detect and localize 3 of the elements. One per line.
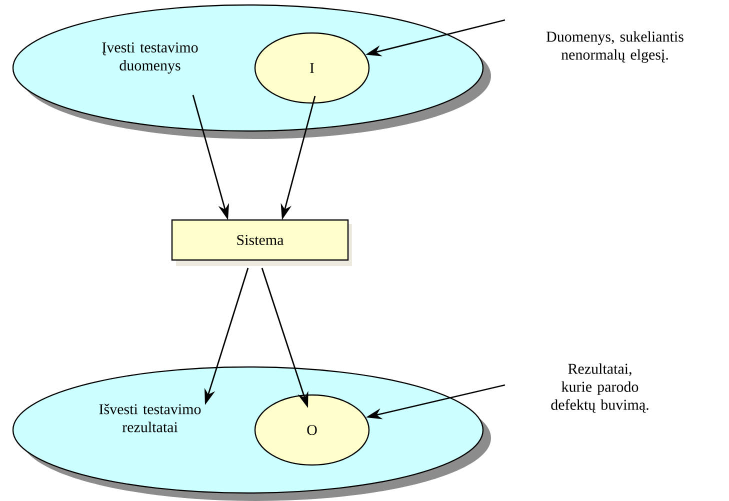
- process-box: Sistema: [171, 219, 352, 266]
- note-text: Duomenys, sukeliantis nenormalų elgesį.: [546, 31, 684, 63]
- note-text: Rezultatai, kurie parodo defektų buvimą.: [551, 363, 648, 413]
